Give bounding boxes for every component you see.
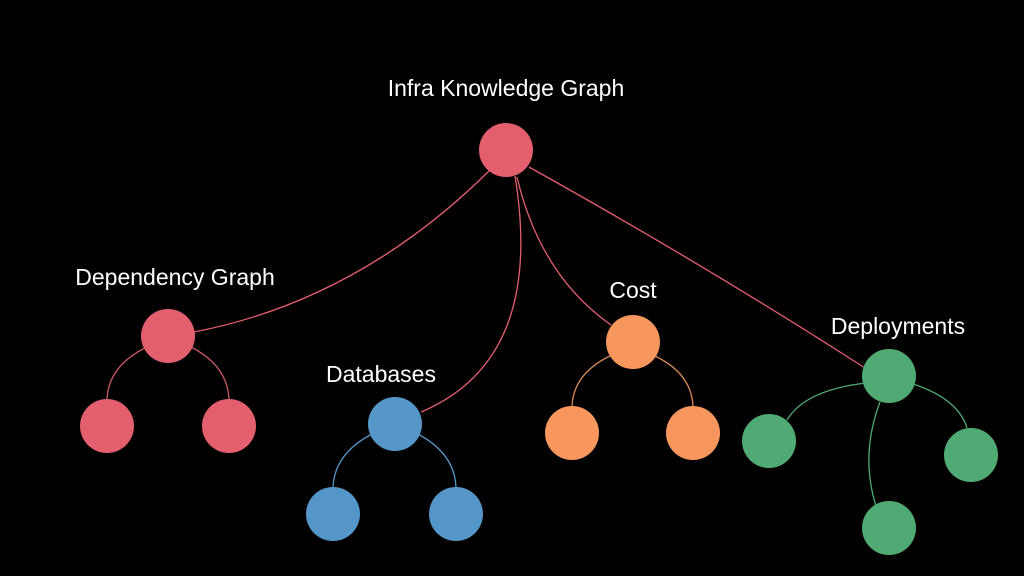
edge-dependency-child-2 (188, 345, 230, 401)
databases-child-node[interactable] (306, 487, 360, 541)
edge-root-dependency (193, 167, 493, 333)
dependency-label: Dependency Graph (75, 264, 274, 290)
cost-edges (571, 354, 694, 408)
root-label: Infra Knowledge Graph (388, 75, 625, 101)
edge-databases-child-2 (415, 432, 457, 489)
dependency-child-node[interactable] (80, 399, 134, 453)
databases-label: Databases (326, 361, 436, 387)
edge-deployments-child-1 (786, 382, 867, 421)
cost-label: Cost (609, 277, 657, 303)
deployments-child-node[interactable] (742, 414, 796, 468)
root-node[interactable] (479, 123, 533, 177)
dependency-node[interactable] (141, 309, 195, 363)
deployments-node[interactable] (862, 349, 916, 403)
dependency-edges (106, 345, 230, 401)
deployments-child-node[interactable] (862, 501, 916, 555)
dependency-child-node[interactable] (202, 399, 256, 453)
cost-child-node[interactable] (666, 406, 720, 460)
root-edges (193, 166, 869, 413)
databases-edges (332, 432, 457, 489)
cost-node[interactable] (606, 315, 660, 369)
edge-root-databases (420, 175, 522, 413)
cost-child-node[interactable] (545, 406, 599, 460)
edge-root-cost (516, 176, 612, 326)
edge-dependency-child-1 (106, 345, 150, 401)
edge-cost-child-1 (571, 354, 613, 408)
databases-node[interactable] (368, 397, 422, 451)
edge-deployments-child-2 (909, 382, 968, 429)
edge-cost-child-2 (652, 354, 694, 408)
databases-child-node[interactable] (429, 487, 483, 541)
deployments-edges (786, 382, 968, 507)
deployments-child-node[interactable] (944, 428, 998, 482)
edge-deployments-child-3 (868, 401, 881, 507)
deployments-label: Deployments (831, 313, 965, 339)
edge-root-deployments (528, 166, 869, 371)
edge-databases-child-1 (332, 432, 375, 489)
